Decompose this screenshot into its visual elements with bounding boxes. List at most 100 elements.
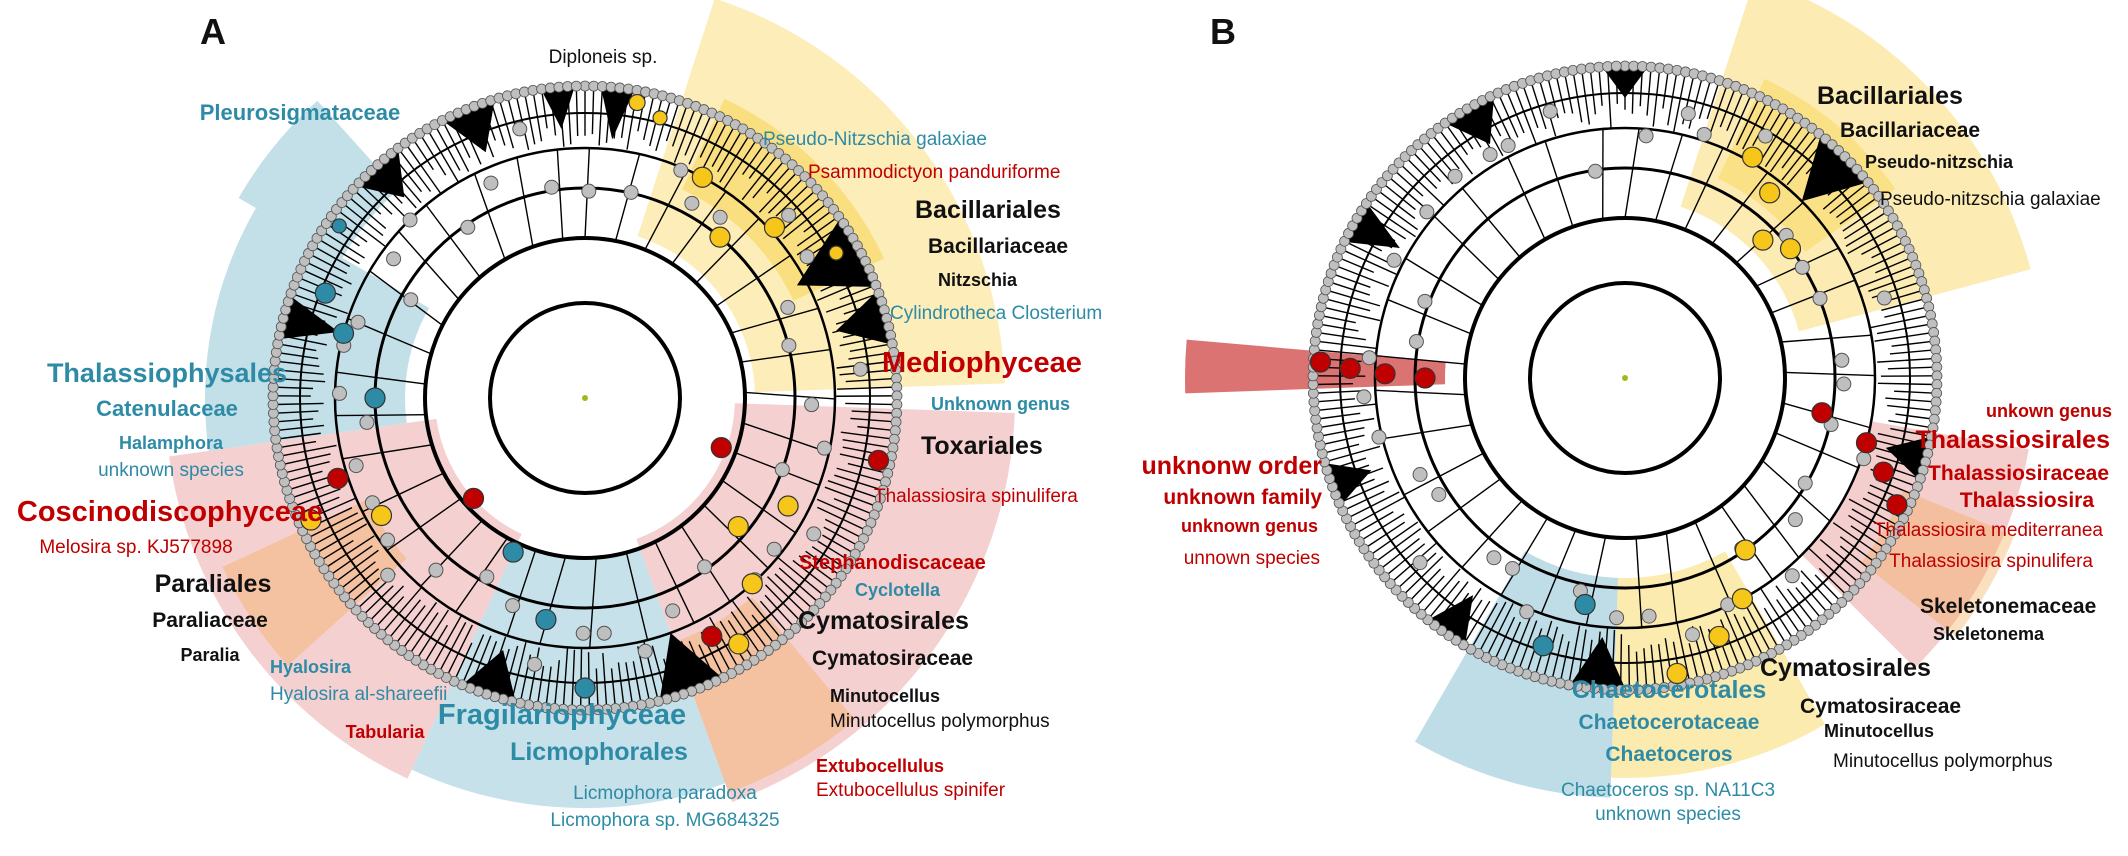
tree-leaf xyxy=(1321,316,1355,323)
taxon-label: Chaetocerotaceae xyxy=(1579,711,1760,734)
highlight-node xyxy=(1812,403,1832,423)
taxon-label: unknown species xyxy=(1595,804,1741,825)
tree-branch xyxy=(557,150,562,240)
taxon-label: Thalassiosira mediterranea xyxy=(1874,520,2104,541)
internal-node xyxy=(1413,468,1427,482)
internal-node xyxy=(381,533,395,547)
tree-leaf xyxy=(592,88,593,134)
taxon-label: unknown genus xyxy=(1181,516,1318,536)
panel-a-letter: A xyxy=(200,11,226,52)
tree-leaf xyxy=(1339,258,1374,273)
taxon-label: Thalassiosira spinulifera xyxy=(874,486,1078,507)
internal-node xyxy=(1788,513,1802,527)
highlight-node xyxy=(1753,230,1773,250)
taxon-label: Pseudo-nitzschia galaxiae xyxy=(1880,189,2101,210)
highlight-node xyxy=(575,678,595,698)
taxon-label: Pleurosigmataceae xyxy=(200,100,401,125)
highlight-node xyxy=(464,488,484,508)
taxon-label: Thalassiosira xyxy=(1960,489,2095,512)
highlight-node xyxy=(742,574,762,594)
internal-node xyxy=(685,196,699,210)
tree-leaf xyxy=(500,100,514,148)
taxon-label: Pseudo-nitzschia xyxy=(1865,152,2014,172)
internal-node xyxy=(713,210,727,224)
highlight-node xyxy=(710,227,730,247)
internal-node xyxy=(1588,164,1602,178)
tree-leaf xyxy=(1439,130,1472,174)
internal-node xyxy=(1432,488,1446,502)
taxon-label: Cyclotella xyxy=(855,580,941,600)
taxon-label: Fragilariophyceae xyxy=(438,699,686,731)
internal-node xyxy=(360,415,374,429)
highlight-node xyxy=(1310,352,1330,372)
taxon-label: Minutocellus xyxy=(1824,721,1934,741)
internal-node xyxy=(1487,551,1501,565)
tree-leaf xyxy=(1320,324,1359,331)
internal-node xyxy=(1798,476,1812,490)
highlight-node xyxy=(315,283,335,303)
tree-leaf xyxy=(1590,70,1595,114)
taxon-label: Toxariales xyxy=(921,432,1043,460)
internal-node xyxy=(624,185,638,199)
internal-node xyxy=(1857,452,1871,466)
tree-branch xyxy=(426,205,480,277)
tree-leaf xyxy=(1895,414,1932,419)
internal-node xyxy=(1362,351,1376,365)
taxon-label: Bacillariales xyxy=(1817,82,1963,110)
internal-node xyxy=(807,527,821,541)
highlight-node xyxy=(868,450,888,470)
taxon-label: Extubocellulus spinifer xyxy=(816,780,1006,801)
internal-node xyxy=(1409,335,1423,349)
internal-node xyxy=(775,463,789,477)
internal-node xyxy=(1697,127,1711,141)
taxon-label: Cymatosiraceae xyxy=(1800,695,1961,718)
internal-node xyxy=(1387,253,1401,267)
panel-a: Diploneis sp.PleurosigmataceaePseudo-Nit… xyxy=(17,0,1102,831)
tree-branch xyxy=(399,231,459,299)
internal-node xyxy=(782,208,796,222)
tree-leaf xyxy=(1326,446,1380,461)
highlight-node xyxy=(1375,364,1395,384)
internal-node xyxy=(480,570,494,584)
tree-leaf xyxy=(1663,71,1668,108)
tree-leaf xyxy=(1318,413,1360,419)
tree-leaf xyxy=(1875,333,1932,341)
tree-leaf xyxy=(1319,419,1374,428)
taxon-label: Licmophora sp. MG684325 xyxy=(550,810,779,831)
taxon-label: Minutocellus polymorphus xyxy=(1833,751,2053,772)
internal-node xyxy=(545,180,559,194)
internal-node xyxy=(1413,556,1427,570)
internal-node xyxy=(1785,569,1799,583)
tree-branch xyxy=(1785,372,1875,375)
taxon-label: Thalassiosirales xyxy=(1915,426,2110,454)
highlight-node xyxy=(371,506,391,526)
tree-leaf xyxy=(1599,69,1602,106)
tree-leaf xyxy=(599,88,602,145)
panel-b: BacillarialesBacillariaceaePseudo-nitzsc… xyxy=(1141,0,2112,825)
tree-branch xyxy=(1781,335,1871,342)
internal-node xyxy=(387,252,401,266)
panel-b-letter: B xyxy=(1210,11,1236,52)
tip-node xyxy=(1611,61,1621,71)
tree-branch xyxy=(1762,460,1830,521)
taxon-label: Chaetoceros sp. NA11C3 xyxy=(1561,780,1775,801)
tree-leaf xyxy=(1375,529,1420,562)
tree-leaf xyxy=(1888,367,1935,369)
tree-leaf xyxy=(413,140,433,170)
internal-node xyxy=(698,560,712,574)
tree-leaf xyxy=(576,88,577,136)
tree-leaf xyxy=(845,403,895,404)
taxon-label: unknonw order xyxy=(1141,452,1322,480)
internal-node xyxy=(1483,148,1497,162)
taxon-label: Unknown genus xyxy=(931,394,1070,414)
tree-branch xyxy=(1462,188,1520,257)
highlight-node xyxy=(711,438,731,458)
taxon-label: Chaetocerotales xyxy=(1572,676,1767,704)
taxon-label: Psammodictyon panduriforme xyxy=(808,162,1060,183)
tree-leaf xyxy=(1877,359,1934,363)
taxon-label: Hyalosira xyxy=(270,657,352,677)
internal-node xyxy=(767,542,781,556)
tree-leaf xyxy=(1320,428,1364,436)
taxon-label: unknown species xyxy=(98,460,244,481)
